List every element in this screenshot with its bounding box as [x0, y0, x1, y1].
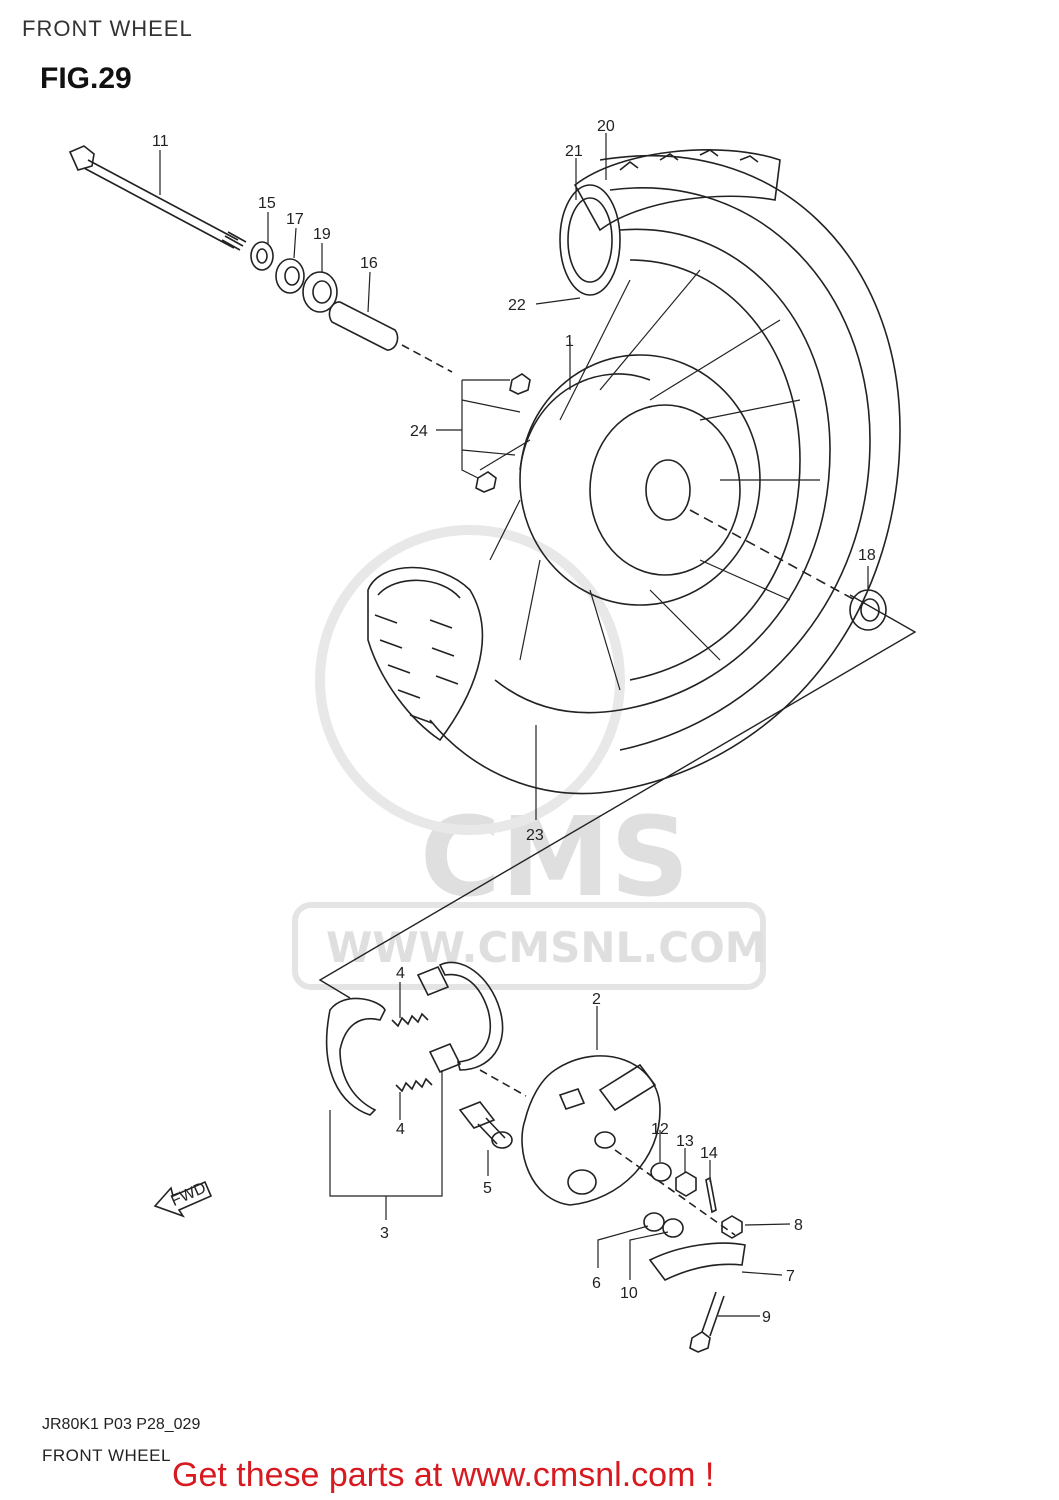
brake-panel-2: [521, 1055, 661, 1206]
spring-4-upper: [391, 1012, 429, 1028]
part-label-20: 20: [597, 118, 615, 135]
wheel-spokes: [479, 269, 820, 691]
cotter-pin-14: [705, 1176, 717, 1214]
part-label-14: 14: [700, 1145, 718, 1162]
part-label-18: 18: [858, 547, 876, 564]
part-label-5: 5: [483, 1180, 492, 1197]
part-label-10: 10: [620, 1285, 638, 1302]
watermark-url: WWW.CMSNL.COM: [326, 923, 767, 972]
part-label-8: 8: [794, 1217, 803, 1234]
cta-link[interactable]: Get these parts at www.cmsnl.com !: [172, 1456, 715, 1494]
part-labels: 11 15 17 19 16 21 20 22 1 24 18 23 4 4 2…: [152, 118, 876, 1326]
watermark: CMS WWW.CMSNL.COM: [292, 525, 767, 990]
part-label-4-upper: 4: [396, 965, 405, 982]
part-label-9: 9: [762, 1309, 771, 1326]
part-label-19: 19: [313, 226, 331, 243]
front-wheel-rim: [429, 154, 901, 795]
part-label-21: 21: [565, 143, 583, 160]
hub-bolt-24a: [509, 373, 531, 395]
part-label-16: 16: [360, 255, 378, 272]
axle-shaft: [68, 145, 247, 251]
part-label-7: 7: [786, 1268, 795, 1285]
hub-bolt-24b: [475, 471, 497, 493]
cam-lever-7: [648, 1242, 746, 1282]
part-label-23: 23: [526, 827, 544, 844]
fwd-arrow-icon: FWD: [153, 1180, 213, 1218]
washer-6: [643, 1212, 665, 1232]
bolt-9: [689, 1291, 725, 1353]
oil-seal-17: [275, 258, 305, 294]
figure-number: FIG.29: [40, 62, 132, 95]
bearing-18: [849, 589, 887, 631]
nut-8: [721, 1215, 743, 1239]
nut-13: [675, 1171, 697, 1197]
spacer-16: [328, 301, 399, 351]
part-label-1: 1: [565, 333, 574, 350]
part-label-4-lower: 4: [396, 1121, 405, 1138]
wheel-hub: [519, 354, 761, 606]
brake-shoes: [325, 961, 504, 1116]
diagram-code: JR80K1 P03 P28_029: [42, 1416, 201, 1433]
washer-12: [650, 1162, 672, 1182]
part-label-15: 15: [258, 195, 276, 212]
bearing-19: [302, 271, 338, 313]
watermark-logo: CMS: [420, 793, 689, 921]
washer-15: [250, 241, 274, 271]
part-label-2: 2: [592, 991, 601, 1008]
part-label-22: 22: [508, 297, 526, 314]
tire-20: [559, 149, 781, 296]
spring-4-lower: [395, 1077, 433, 1093]
part-label-24: 24: [410, 423, 428, 440]
part-label-13: 13: [676, 1133, 694, 1150]
part-label-12: 12: [651, 1121, 669, 1138]
page-title: FRONT WHEEL: [22, 16, 193, 41]
footer-title: FRONT WHEEL: [42, 1446, 171, 1465]
brake-cam-5: [458, 1101, 513, 1149]
washer-10: [662, 1218, 684, 1238]
part-label-11: 11: [152, 133, 169, 150]
part-label-6: 6: [592, 1275, 601, 1292]
part-label-17: 17: [286, 211, 304, 228]
part-label-3: 3: [380, 1225, 389, 1242]
tire-section: [367, 566, 484, 742]
